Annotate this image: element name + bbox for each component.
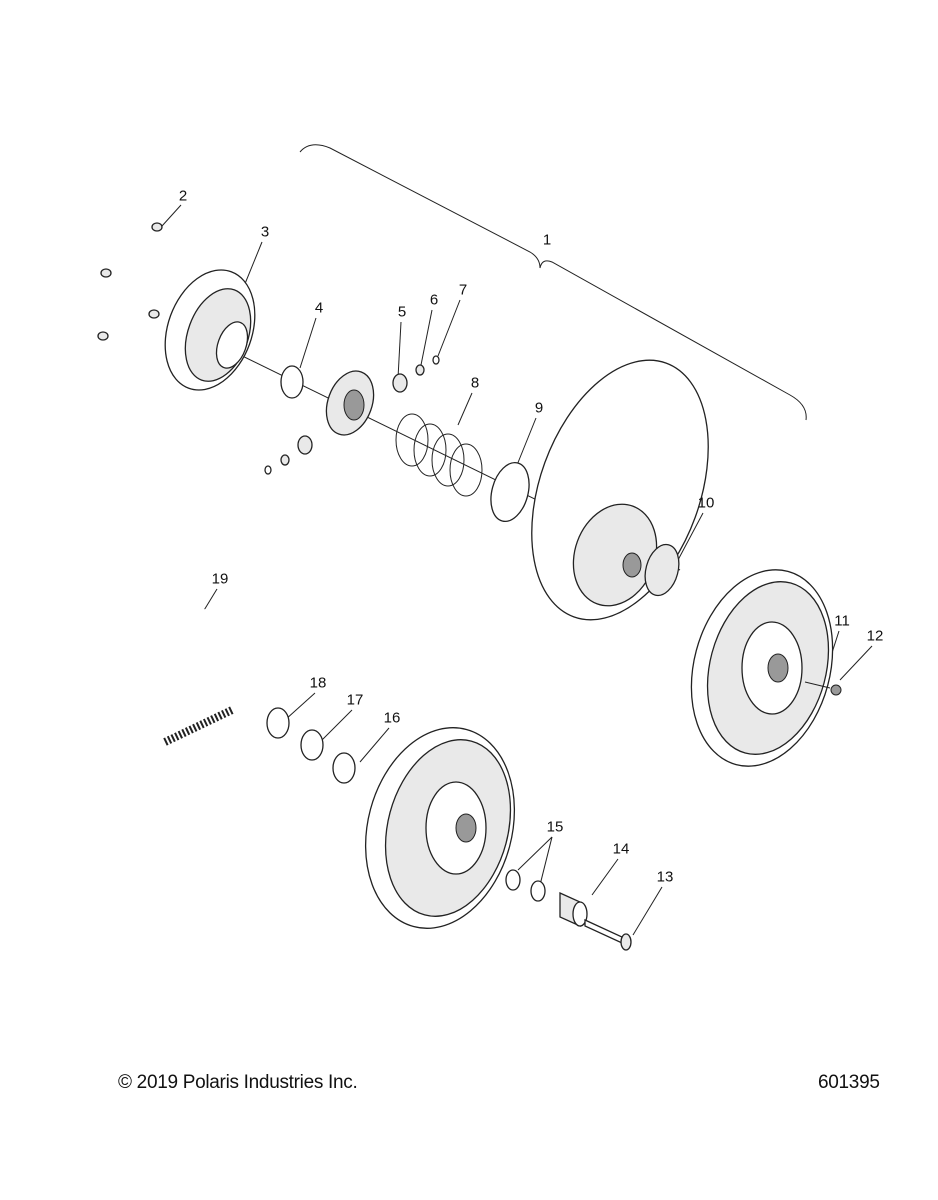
ring-part-9 [490, 462, 530, 522]
washer-part-16 [332, 752, 356, 784]
callout-2: 2 [178, 187, 188, 205]
callout-9: 9 [534, 399, 544, 417]
bolt-part-13 [584, 918, 632, 951]
callout-5: 5 [397, 303, 407, 321]
cover-part-3 [164, 269, 256, 391]
leader-lines [161, 204, 873, 936]
fixed-sheave-upper [690, 569, 834, 767]
washer-part-15b [530, 880, 546, 902]
callout-16: 16 [383, 709, 401, 727]
callout-1: 1 [542, 231, 552, 249]
callout-19: 19 [211, 570, 229, 588]
washer-part-18 [266, 707, 290, 739]
callout-13: 13 [656, 868, 674, 886]
callout-4: 4 [314, 299, 324, 317]
callout-8: 8 [470, 374, 480, 392]
assembly-brace [299, 144, 807, 421]
copyright-text: © 2019 Polaris Industries Inc. [118, 1072, 358, 1093]
drive-belt-part-19 [80, 608, 283, 765]
bushing-part-14 [559, 891, 588, 928]
callout-14: 14 [612, 840, 630, 858]
screws-part-2 [97, 222, 163, 341]
nut-part-12 [830, 684, 842, 696]
spring-part-8 [395, 413, 483, 497]
callout-15: 15 [546, 818, 564, 836]
washer-part-15a [505, 869, 521, 891]
bolt-part-11 [804, 681, 831, 689]
sheave-disc [531, 359, 709, 621]
callout-7: 7 [458, 281, 468, 299]
callout-10: 10 [697, 494, 715, 512]
secondary-sheave-lower [364, 727, 516, 929]
callout-3: 3 [260, 223, 270, 241]
ring-part-4 [280, 365, 304, 399]
callout-18: 18 [309, 674, 327, 692]
callout-12: 12 [866, 627, 884, 645]
spider-hub [264, 355, 440, 475]
callout-6: 6 [429, 291, 439, 309]
washer-part-17 [300, 729, 324, 761]
callout-11: 11 [834, 612, 850, 630]
washer-part-10 [644, 543, 680, 597]
diagram-number: 601395 [818, 1072, 880, 1093]
callout-17: 17 [346, 691, 364, 709]
